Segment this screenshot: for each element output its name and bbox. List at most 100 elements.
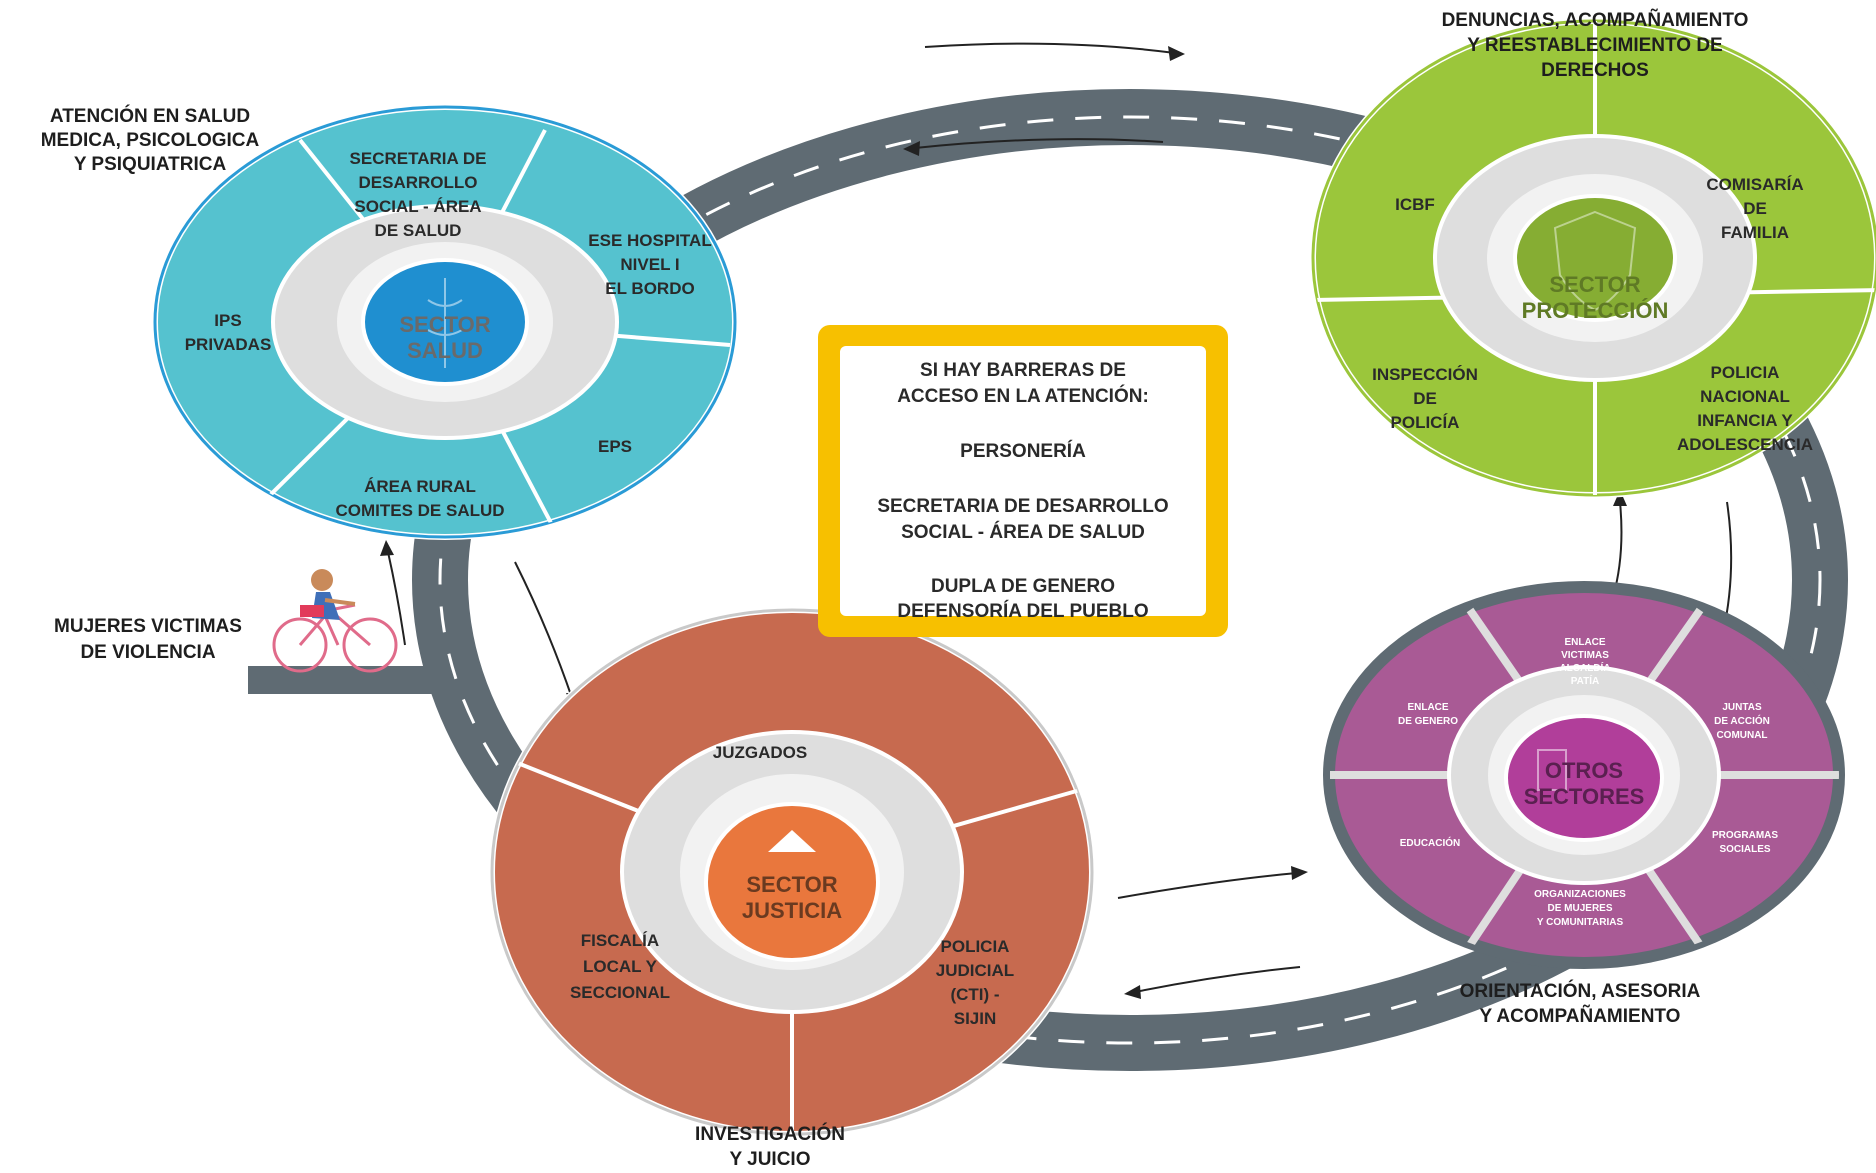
- arrow-top-right: [924, 42, 1176, 54]
- arrow-head-6: [1124, 985, 1141, 999]
- otros-seg-juntas-3: COMUNAL: [1716, 730, 1767, 741]
- otros-seg-enlace-victimas-4: PATÍA: [1571, 674, 1600, 687]
- just-seg-fiscalia-3: SECCIONAL: [570, 983, 670, 1002]
- otros-seg-juntas-2: DE ACCIÓN: [1714, 714, 1770, 727]
- just-seg-policia-1: POLICIA: [941, 937, 1010, 956]
- label-salud-2: MEDICA, PSICOLOGICA: [41, 130, 260, 151]
- arrow-bottom-right: [1117, 872, 1298, 899]
- sector-justicia: [489, 607, 1095, 1137]
- box-line-10: DEFENSORÍA DEL PUEBLO: [897, 600, 1148, 622]
- just-seg-policia-4: SIJIN: [954, 1009, 997, 1028]
- salud-core-1: SECTOR: [399, 312, 490, 337]
- start-label: MUJERES VICTIMAS DE VIOLENCIA: [54, 616, 242, 663]
- just-seg-policia-2: JUDICIAL: [936, 961, 1014, 980]
- arrow-left-up: [387, 551, 406, 646]
- prot-seg-policia-1: POLICIA: [1711, 363, 1780, 382]
- box-line-4: PERSONERÍA: [960, 440, 1086, 462]
- otros-seg-enlace-victimas-2: VICTIMAS: [1561, 650, 1609, 661]
- prot-core-2: PROTECCIÓN: [1522, 298, 1669, 323]
- salud-seg-ips-1: IPS: [214, 311, 241, 330]
- shield-icon: [1553, 210, 1637, 312]
- prot-seg-policia-3: INFANCIA Y: [1697, 411, 1793, 430]
- box-line-9: DUPLA DE GENERO: [931, 576, 1115, 597]
- salud-seg-secretaria-3: SOCIAL - ÁREA: [354, 197, 481, 216]
- just-seg-fiscalia-2: LOCAL Y: [583, 957, 658, 976]
- prot-seg-policia-4: ADOLESCENCIA: [1677, 435, 1813, 454]
- arrow-head-4: [380, 540, 394, 556]
- otros-seg-organizaciones-3: Y COMUNITARIAS: [1537, 917, 1624, 928]
- just-core-1: SECTOR: [746, 872, 837, 897]
- otros-core-1: OTROS: [1545, 758, 1623, 783]
- salud-seg-secretaria-4: DE SALUD: [375, 221, 462, 240]
- entry-road: [248, 666, 443, 694]
- salud-seg-secretaria-1: SECRETARIA DE: [350, 149, 487, 168]
- arrow-head-5: [1291, 866, 1308, 880]
- prot-core-1: SECTOR: [1549, 272, 1640, 297]
- barriers-box: [818, 325, 1228, 637]
- box-line-2: ACCESO EN LA ATENCIÓN:: [897, 385, 1149, 407]
- arrow-left-down: [514, 561, 573, 699]
- sector-salud: [152, 104, 738, 540]
- otros-core: [1504, 714, 1664, 842]
- label-otros-stage: ORIENTACIÓN, ASESORIA Y ACOMPAÑAMIENTO: [1460, 980, 1701, 1027]
- otros-seg-organizaciones-1: ORGANIZACIONES: [1534, 889, 1626, 900]
- label-salud-1: ATENCIÓN EN SALUD: [50, 105, 250, 127]
- just-seg-policia-3: (CTI) -: [950, 985, 999, 1004]
- prot-seg-inspeccion-1: INSPECCIÓN: [1372, 365, 1478, 384]
- otros-seg-enlace-victimas-1: ENLACE: [1564, 637, 1605, 648]
- prot-seg-icbf: ICBF: [1395, 195, 1435, 214]
- prot-seg-policia-2: NACIONAL: [1700, 387, 1790, 406]
- label-salud-3: Y PSIQUIATRICA: [74, 154, 227, 175]
- prot-seg-comisaria-1: COMISARÍA: [1706, 175, 1803, 194]
- sector-otros: [1323, 581, 1845, 969]
- prot-seg-comisaria-3: FAMILIA: [1721, 223, 1789, 242]
- courthouse-icon: [768, 830, 816, 852]
- just-seg-juzgados: JUZGADOS: [713, 743, 807, 762]
- proteccion-core: [1513, 194, 1677, 322]
- salud-seg-eps: EPS: [598, 437, 632, 456]
- otros-seg-organizaciones-2: DE MUJERES: [1547, 903, 1612, 914]
- salud-seg-ese-1: ESE HOSPITAL: [588, 231, 711, 250]
- prot-seg-comisaria-2: DE: [1743, 199, 1767, 218]
- otros-seg-programas-1: PROGRAMAS: [1712, 830, 1778, 841]
- start-label-2: DE VIOLENCIA: [80, 642, 215, 663]
- label-justicia-stage: INVESTIGACIÓN Y JUICIO: [695, 1123, 845, 1170]
- just-seg-fiscalia-1: FISCALÍA: [581, 931, 659, 950]
- label-proteccion-2: Y REESTABLECIMIENTO DE: [1467, 35, 1722, 56]
- otros-seg-programas-2: SOCIALES: [1719, 844, 1770, 855]
- cyclist-icon: [272, 569, 398, 673]
- justicia-core: [704, 802, 880, 962]
- arrow-top-left: [914, 138, 1164, 149]
- label-otros-1: ORIENTACIÓN, ASESORIA: [1460, 980, 1701, 1002]
- otros-seg-enlace-genero-1: ENLACE: [1407, 702, 1448, 713]
- salud-seg-rural-1: ÁREA RURAL: [364, 477, 476, 496]
- arrow-head-1: [1168, 46, 1185, 61]
- label-proteccion-1: DENUNCIAS, ACOMPAÑAMIENTO: [1442, 9, 1749, 31]
- label-proteccion-stage: DENUNCIAS, ACOMPAÑAMIENTO Y REESTABLECIM…: [1442, 9, 1749, 81]
- prot-seg-inspeccion-2: DE: [1413, 389, 1437, 408]
- label-justicia-1: INVESTIGACIÓN: [695, 1123, 845, 1145]
- label-proteccion-3: DERECHOS: [1541, 60, 1649, 81]
- otros-seg-juntas-1: JUNTAS: [1722, 702, 1762, 713]
- label-justicia-2: Y JUICIO: [730, 1149, 811, 1170]
- otros-core-2: SECTORES: [1524, 784, 1645, 809]
- otros-seg-enlace-genero-2: DE GENERO: [1398, 716, 1458, 727]
- sector-proteccion: [1310, 18, 1876, 498]
- arrow-bottom-left: [1134, 966, 1301, 993]
- box-line-6: SECRETARIA DE DESARROLLO: [877, 496, 1168, 517]
- salud-seg-ese-3: EL BORDO: [605, 279, 694, 298]
- otros-seg-enlace-victimas-3: ALCALDÍA: [1559, 661, 1610, 674]
- box-line-7: SOCIAL - ÁREA DE SALUD: [901, 521, 1145, 543]
- label-salud-stage: ATENCIÓN EN SALUD MEDICA, PSICOLOGICA Y …: [41, 105, 260, 175]
- road: [248, 89, 1848, 1071]
- label-otros-2: Y ACOMPAÑAMIENTO: [1480, 1005, 1681, 1027]
- salud-seg-ips-2: PRIVADAS: [185, 335, 272, 354]
- just-core-2: JUSTICIA: [742, 898, 842, 923]
- box-line-1: SI HAY BARRERAS DE: [920, 360, 1126, 381]
- salud-seg-secretaria-2: DESARROLLO: [359, 173, 478, 192]
- arrow-head-2: [903, 141, 920, 156]
- prot-seg-inspeccion-3: POLICÍA: [1391, 413, 1460, 432]
- otros-seg-educacion: EDUCACIÓN: [1400, 836, 1461, 849]
- salud-seg-rural-2: COMITES DE SALUD: [335, 501, 504, 520]
